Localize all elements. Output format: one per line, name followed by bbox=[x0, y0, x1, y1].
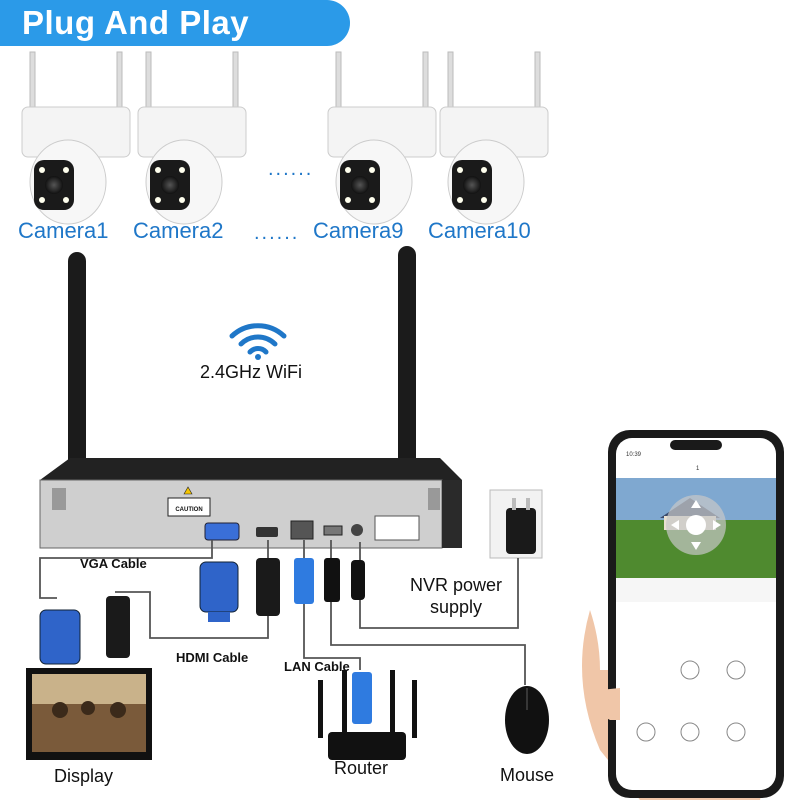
page-title-banner: Plug And Play bbox=[0, 0, 350, 46]
lan-plug-icon bbox=[294, 558, 314, 604]
vga-cable-label: VGA Cable bbox=[80, 556, 147, 571]
router-icon bbox=[328, 732, 406, 760]
usb-port-icon bbox=[323, 525, 343, 536]
phone-app-illustration: 10:39 1 bbox=[582, 430, 784, 800]
camera-row bbox=[21, 51, 549, 225]
router-lan-plug-icon bbox=[352, 672, 372, 724]
dc-plug-icon bbox=[351, 560, 365, 600]
hdmi-plug-icon bbox=[256, 558, 280, 616]
router-label: Router bbox=[334, 758, 389, 778]
mouse-label: Mouse bbox=[500, 765, 555, 785]
power-supply-label: NVR power supply bbox=[410, 575, 503, 617]
camera-10-label: Camera10 bbox=[428, 218, 531, 243]
antenna-left-icon bbox=[68, 252, 86, 512]
caution-sticker bbox=[167, 497, 211, 517]
lan-port-icon bbox=[290, 520, 314, 540]
caution-text: CAUTION bbox=[175, 507, 202, 513]
camera-9-label: Camera9 bbox=[313, 218, 404, 243]
vga-port-icon bbox=[204, 522, 240, 541]
phone-time: 10:39 bbox=[626, 452, 642, 458]
phone-channel: 1 bbox=[696, 466, 700, 472]
playback-button-icon bbox=[726, 722, 746, 742]
camera-1-label: Camera1 bbox=[18, 218, 109, 243]
camera-2-label: Camera2 bbox=[133, 218, 224, 243]
camera-1-icon bbox=[21, 51, 131, 225]
hdmi-port-icon bbox=[256, 527, 278, 537]
camera-2-icon bbox=[137, 51, 247, 225]
record-button-icon bbox=[680, 722, 700, 742]
usb-plug-icon bbox=[324, 558, 340, 602]
display-label: Display bbox=[54, 766, 114, 786]
hdmi-cable-label: HDMI Cable bbox=[176, 650, 249, 665]
vga-plug-icon bbox=[199, 561, 239, 613]
display-hdmi-plug-icon bbox=[106, 596, 130, 658]
wifi-label: 2.4GHz WiFi bbox=[200, 362, 303, 382]
display-vga-plug-icon bbox=[39, 609, 81, 665]
ptz-button-icon bbox=[726, 660, 746, 680]
dc-port-icon bbox=[351, 524, 363, 536]
antenna-right-icon bbox=[398, 246, 416, 514]
snapshot-button-icon bbox=[636, 722, 656, 742]
camera-10-icon bbox=[439, 51, 549, 225]
talk-button-icon bbox=[680, 660, 700, 680]
lan-cable-label: LAN Cable bbox=[284, 659, 350, 674]
camera-9-icon bbox=[327, 51, 437, 225]
camera-separator-dots-top: ...... bbox=[268, 158, 314, 180]
nvr-diagram: CAUTION bbox=[26, 246, 549, 760]
wifi-icon bbox=[229, 323, 287, 360]
mouse-icon bbox=[505, 686, 549, 754]
camera-separator-dots: ...... bbox=[254, 222, 300, 244]
power-adapter-icon bbox=[506, 508, 536, 554]
